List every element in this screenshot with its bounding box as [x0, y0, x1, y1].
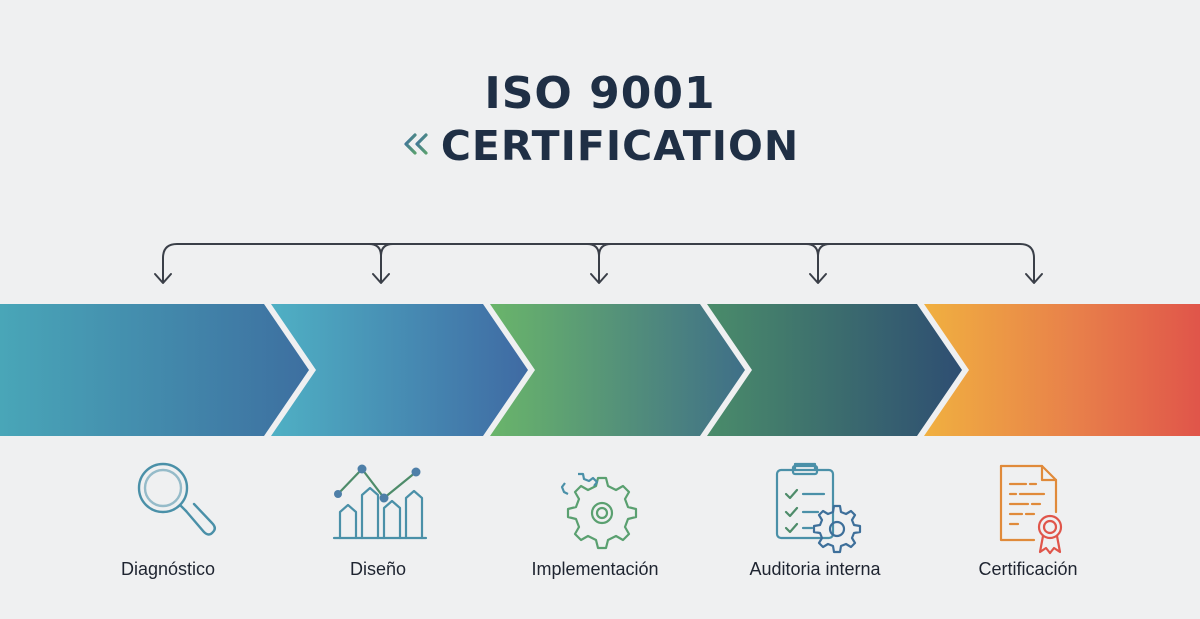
certificate-document-ribbon-icon — [999, 464, 1063, 555]
title-certification-line: CERTIFICATION — [0, 118, 1200, 177]
chevron-step-5 — [924, 304, 1200, 436]
step-label-diagnostico: Diagnóstico — [120, 559, 216, 579]
connector-drop-2 — [368, 243, 394, 283]
step-label-implementacion: Implementación — [531, 559, 659, 579]
arrow-head-5 — [1025, 273, 1043, 284]
arrow-head-1 — [154, 273, 172, 284]
arrow-head-3 — [590, 273, 608, 284]
connector-drop-4 — [805, 243, 831, 283]
chevron-step-2 — [271, 304, 528, 436]
chevron-step-4 — [707, 304, 962, 436]
chevron-step-3 — [490, 304, 745, 436]
step-label-auditoria-interna: Auditoria interna — [749, 559, 881, 579]
arrow-head-4 — [809, 273, 827, 284]
clipboard-checklist-gear-icon — [775, 462, 862, 554]
double-chevron-left-icon — [401, 117, 431, 173]
bar-line-chart-icon — [332, 464, 428, 540]
connector-bracket — [154, 243, 1043, 284]
chevron-step-1 — [0, 304, 309, 436]
gears-icon — [560, 472, 638, 550]
arrow-head-2 — [372, 273, 390, 284]
step-label-diseno: Diseño — [349, 559, 407, 579]
connector-drop-3 — [586, 243, 612, 283]
magnifier-icon — [137, 462, 216, 536]
connector-line — [162, 243, 1035, 283]
step-label-certificacion: Certificación — [978, 559, 1078, 579]
title-iso-9001: ISO 9001 — [484, 68, 716, 119]
chevron-band — [0, 304, 1200, 436]
title-certification: CERTIFICATION — [440, 122, 800, 170]
